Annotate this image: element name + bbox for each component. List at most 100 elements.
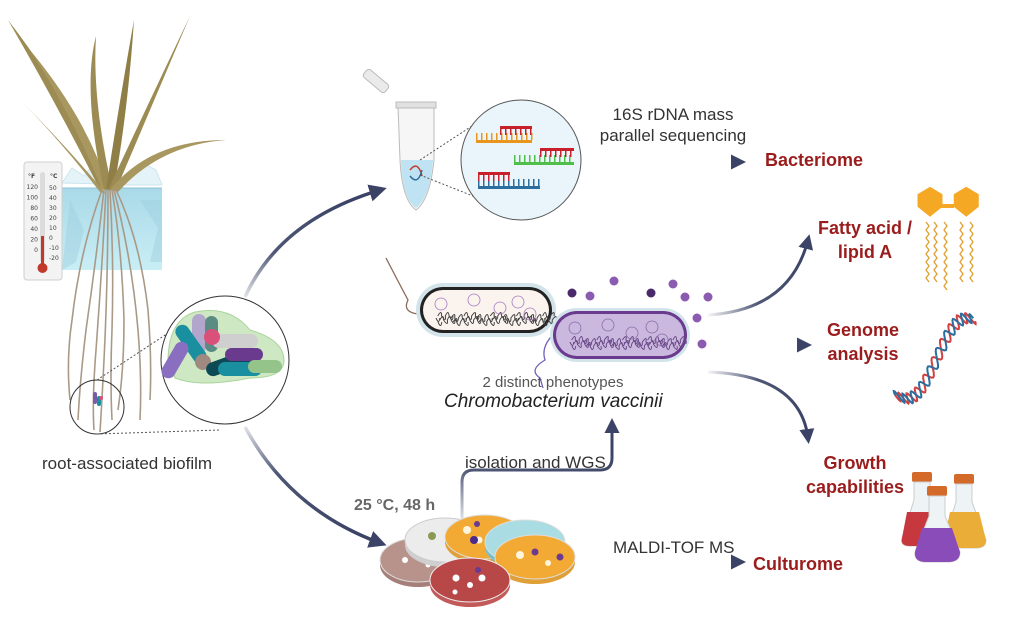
base-tick [476, 133, 478, 140]
growth-line-2: capabilities [805, 477, 905, 497]
primer-tick [550, 151, 552, 157]
primer-tick [565, 151, 567, 157]
growth-line-1: Growth [823, 453, 887, 473]
primer-strand [500, 126, 532, 129]
base-tick [514, 155, 516, 162]
celsius-tick: 30 [49, 205, 57, 212]
sequencing-method-label: 16S rDNA mass parallel sequencing [598, 104, 748, 146]
fatty-acid-chain [943, 221, 948, 291]
primer-tick [500, 129, 502, 135]
base-tick [549, 155, 551, 162]
celsius-tick: 10 [49, 225, 57, 232]
primer-tick [510, 129, 512, 135]
celsius-tick: 40 [49, 195, 57, 202]
sequencing-method-line-2: parallel sequencing [599, 126, 747, 145]
base-tick [513, 179, 515, 186]
fatty-acid-output: Fatty acid / lipid A [810, 216, 920, 264]
primer-tick [508, 175, 510, 181]
primer-tick [515, 129, 517, 135]
nucleoid-strand [437, 316, 557, 326]
fatty-acid-chain [969, 221, 974, 283]
celsius-unit: °C [50, 173, 58, 180]
base-tick [493, 179, 495, 186]
base-tick [506, 133, 508, 140]
fahrenheit-tick: 100 [27, 195, 39, 202]
fatty-acid-line-1: Fatty acid / [817, 218, 913, 238]
fatty-acid-chain [925, 221, 930, 283]
primer-tick [505, 129, 507, 135]
base-tick [488, 179, 490, 186]
celsius-tick: 0 [49, 235, 53, 242]
base-tick [508, 179, 510, 186]
primer-tick [478, 175, 480, 181]
celsius-tick: 50 [49, 185, 57, 192]
base-tick [538, 179, 540, 186]
base-tick [524, 155, 526, 162]
base-tick [518, 179, 520, 186]
base-tick [559, 155, 561, 162]
lipid-a-icon [917, 186, 979, 291]
cultivation-conditions: 25 °C, 48 h [354, 497, 436, 514]
base-tick [521, 133, 523, 140]
primer-tick [483, 175, 485, 181]
arrow-to-growth [707, 370, 815, 444]
base-tick [528, 179, 530, 186]
fahrenheit-tick: 120 [27, 184, 39, 191]
root-zoom-circle [69, 311, 221, 435]
sequencing-method-line-1: 16S rDNA mass [612, 105, 734, 124]
primer-tick [503, 175, 505, 181]
fatty-acid-chain [959, 221, 964, 283]
genome-line-1: Genome [826, 320, 900, 340]
base-tick [569, 155, 571, 162]
base-tick [534, 155, 536, 162]
phenotype-note: 2 distinct phenotypes [482, 374, 624, 391]
primer-tick [555, 151, 557, 157]
base-tick [526, 133, 528, 140]
bacteriome-output: Bacteriome [765, 150, 864, 170]
fahrenheit-unit: °F [28, 173, 35, 180]
source-sample-label: root-associated biofilm [42, 454, 213, 473]
fahrenheit-tick: 40 [30, 226, 38, 233]
fatty-acid-chain [933, 221, 938, 283]
violacein-granules [567, 276, 713, 349]
nucleoid-strand [571, 340, 687, 350]
primer-tick [540, 151, 542, 157]
sequencing-read [514, 162, 574, 165]
base-tick [533, 179, 535, 186]
base-tick [519, 155, 521, 162]
celsius-tick: -10 [49, 245, 59, 252]
base-tick [478, 179, 480, 186]
primer-strand [540, 148, 574, 151]
biofilm-magnified-circle [160, 295, 290, 425]
petri-dishes-icon [379, 514, 576, 607]
primer-tick [520, 129, 522, 135]
genome-line-2: analysis [827, 344, 899, 364]
base-tick [529, 155, 531, 162]
species-name: Chromobacterium vaccinii [444, 391, 663, 412]
base-tick [481, 133, 483, 140]
base-tick [523, 179, 525, 186]
fahrenheit-tick: 20 [30, 237, 38, 244]
base-tick [531, 133, 533, 140]
primer-tick [530, 129, 532, 135]
microcentrifuge-tube-icon [362, 68, 479, 211]
sequencing-reads-zoom-circle [460, 99, 582, 221]
sequencing-read [478, 186, 540, 189]
celsius-tick: 20 [49, 215, 57, 222]
culturome-output: Culturome [753, 554, 843, 574]
base-tick [564, 155, 566, 162]
growth-capabilities-output: Growth capabilities [800, 451, 910, 499]
base-tick [554, 155, 556, 162]
primer-tick [570, 151, 572, 157]
fatty-acid-line-2: lipid A [837, 242, 893, 262]
base-tick [516, 133, 518, 140]
primer-tick [545, 151, 547, 157]
sequencing-read [476, 140, 532, 143]
maldi-method-label: MALDI-TOF MS [613, 538, 735, 557]
culture-flasks-icon [901, 472, 987, 563]
bacterium-phenotype-1 [385, 257, 557, 337]
base-tick [496, 133, 498, 140]
primer-tick [488, 175, 490, 181]
